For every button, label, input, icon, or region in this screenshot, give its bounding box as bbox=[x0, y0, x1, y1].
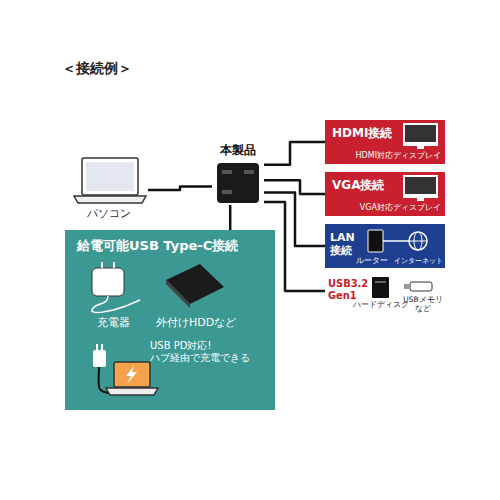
node-heading: VGA接続 bbox=[332, 178, 404, 192]
cable-connector bbox=[264, 142, 325, 165]
laptop-icon bbox=[74, 158, 146, 203]
device-label: インターネット bbox=[392, 257, 444, 265]
display-panel: VGA接続 VGA対応ディスプレイ bbox=[325, 172, 445, 216]
device-label: ルーター bbox=[350, 256, 394, 265]
device-label: ハードディスク bbox=[352, 300, 410, 309]
cable-connector bbox=[148, 186, 212, 190]
cable-connector bbox=[229, 205, 232, 230]
node-subtext: HDMI対応ディスプレイ bbox=[347, 151, 441, 161]
node-heading: パソコン bbox=[70, 207, 148, 220]
charger-icon bbox=[92, 262, 140, 313]
diagram-title: ＜接続例＞ bbox=[62, 60, 132, 78]
hard-disk-icon bbox=[372, 277, 389, 298]
computer-node: パソコン bbox=[70, 155, 148, 225]
device-label: 外付けHDDなど bbox=[146, 316, 246, 329]
display-panel: HDMI接続 HDMI対応ディスプレイ bbox=[325, 120, 445, 164]
hdmi-monitor-icon bbox=[403, 123, 438, 149]
charging-laptop-icon bbox=[106, 362, 158, 395]
node-heading: USB3.2 Gen1 bbox=[328, 278, 370, 302]
hub-box bbox=[217, 163, 259, 203]
node-heading: 給電可能USB Type-C接続 bbox=[77, 238, 267, 254]
callout-note: USB PD対応! ハブ経由で充電できる bbox=[150, 340, 262, 364]
external-hdd-icon bbox=[166, 264, 224, 308]
hub-node: 本製品 bbox=[212, 143, 264, 205]
node-heading: HDMI接続 bbox=[332, 126, 404, 140]
node-heading: LAN 接続 bbox=[330, 231, 362, 257]
device-label: USBメモリ など bbox=[401, 295, 445, 313]
usb-memory-icon bbox=[404, 282, 432, 291]
device-label: 充電器 bbox=[83, 316, 143, 329]
router-globe-icon bbox=[368, 230, 427, 252]
power-plug-icon bbox=[93, 344, 110, 393]
node-heading: 本製品 bbox=[212, 143, 264, 157]
node-subtext: VGA対応ディスプレイ bbox=[347, 203, 441, 213]
vga-monitor-icon bbox=[403, 175, 438, 201]
